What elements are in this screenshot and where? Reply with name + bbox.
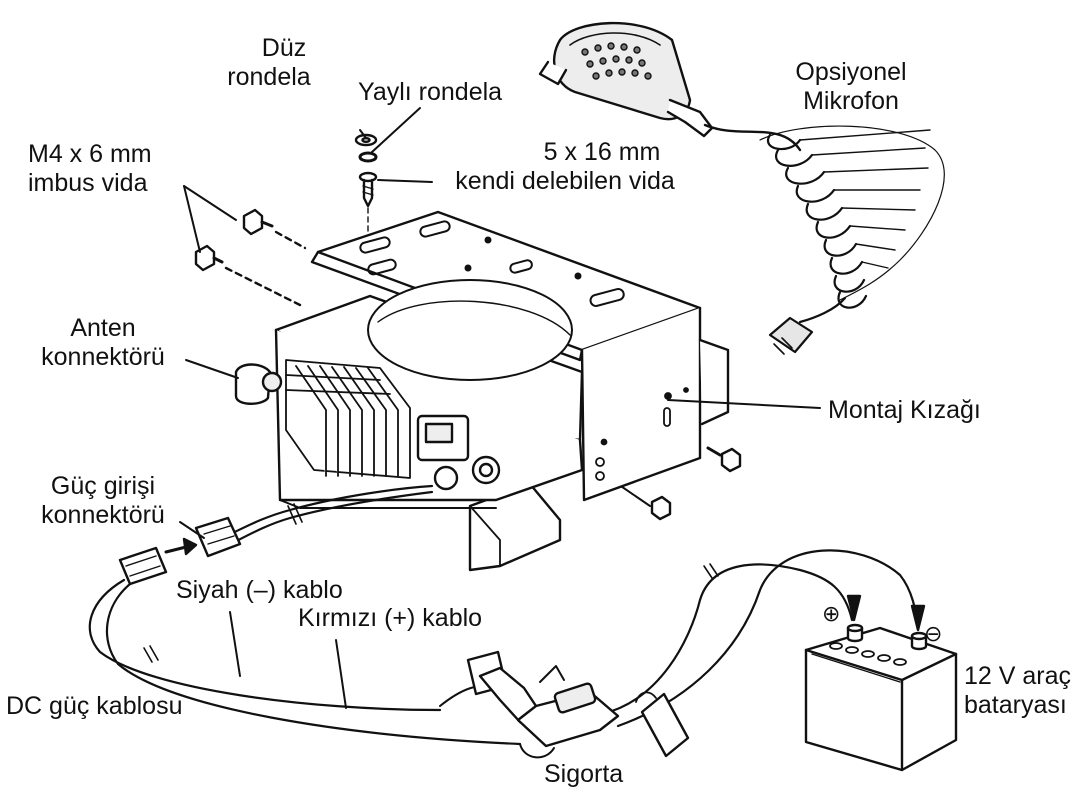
power-input-connector (194, 484, 434, 558)
label-optional-microphone: Opsiyonel Mikrofon (795, 58, 907, 115)
label-dc-power-cable: DC güç kablosu (6, 692, 183, 720)
label-spring-washer: Yaylı rondela (358, 78, 503, 106)
arrow-icon (164, 537, 198, 556)
radio-body (234, 279, 584, 509)
spring-washer-icon (358, 151, 378, 163)
label-fuse: Sigorta (544, 760, 624, 788)
label-battery: 12 V araç bataryası (964, 662, 1072, 719)
microphone-cord (759, 125, 945, 355)
mounting-bracket (310, 210, 730, 572)
microphone-icon (538, 21, 802, 152)
label-red-cable: Kırmızı (+) kablo (298, 604, 483, 632)
flat-washer-icon (354, 133, 378, 147)
label-antenna-connector: Anten konnektörü (41, 314, 165, 371)
hex-screw-icon (194, 208, 307, 307)
minus-terminal-icon: ⊖ (924, 622, 943, 647)
self-tapping-screw-icon (358, 171, 378, 251)
leader-lines (179, 107, 821, 709)
label-flat-washer: Düz rondela (227, 34, 311, 91)
label-m4-screw: M4 x 6 mm imbus vida (28, 140, 152, 197)
plus-terminal-icon: ⊕ (822, 602, 841, 627)
label-mounting-bracket: Montaj Kızağı (828, 396, 981, 424)
label-self-tapping-screw: 5 x 16 mm kendi delebilen vida (455, 138, 675, 195)
fuse-icon (439, 650, 690, 759)
dc-power-cable (88, 546, 926, 746)
label-power-input-connector: Güç girişi konnektörü (41, 472, 165, 529)
label-black-cable: Siyah (–) kablo (176, 576, 343, 604)
battery-icon (804, 623, 958, 772)
